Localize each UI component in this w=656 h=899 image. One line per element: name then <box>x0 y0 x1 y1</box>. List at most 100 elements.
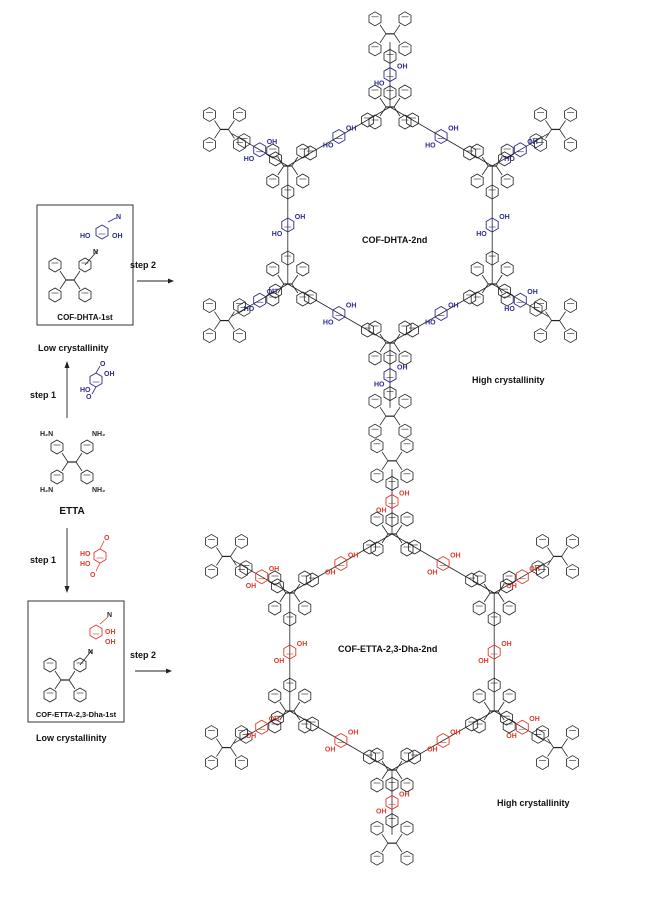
framework-bond <box>389 305 455 344</box>
cof-etta-2nd-framework: OH OH OH OH OH OH OH OH OH OH OH OH OH OH OH OH OH OH OH OH… <box>205 439 578 865</box>
dhta-ho: HO <box>80 387 91 394</box>
linker-oh: OH <box>527 139 538 146</box>
framework-bond <box>515 560 551 582</box>
cof-etta-1st-label: COF-ETTA-2,3-Dha-1st <box>36 710 117 719</box>
linker-oh: OH <box>346 126 357 133</box>
linker-ho: HO <box>374 381 385 388</box>
linker-ho: HO <box>425 320 436 327</box>
step2-bottom-arrow: step 2 <box>130 650 172 674</box>
framework-bond <box>266 153 289 167</box>
etta-nh2-br: NH₂ <box>92 487 105 494</box>
linker-oh: OH <box>399 791 410 798</box>
linker-ho: OH <box>376 508 387 515</box>
framework-bond <box>327 533 393 572</box>
dha-aldehyde-o-bottom: O <box>90 572 96 579</box>
linker-ho: OH <box>376 808 387 815</box>
dhta-oh: OH <box>104 371 115 378</box>
step1-top-label: step 1 <box>30 390 56 400</box>
linker-oh: OH <box>348 730 359 737</box>
framework-bond <box>430 555 495 594</box>
framework-bond <box>513 295 549 317</box>
framework-bond <box>391 732 457 771</box>
linker-ho: OH <box>246 583 257 590</box>
framework-bond <box>491 153 514 167</box>
linker-ho: OH <box>325 570 336 577</box>
linker-oh: OH <box>448 126 459 133</box>
linker-oh: OH <box>501 641 512 648</box>
linker-ho: OH <box>427 570 438 577</box>
linker-ho: HO <box>272 231 283 238</box>
framework-bond <box>268 580 291 594</box>
step1-up-arrow: step 1 O OH HO O <box>30 361 115 418</box>
linker-oh: OH <box>297 641 308 648</box>
linker-ho: OH <box>506 583 517 590</box>
step1-down-arrow: step 1 O HO HO O <box>30 528 110 593</box>
high-crystallinity-top: High crystallinity <box>472 375 545 385</box>
framework-bond <box>231 133 267 155</box>
etta-nh2-tl: H₂N <box>40 431 53 438</box>
cof-dhta-1st-box: N OH HO N COF-DHTA-1st <box>36 204 134 326</box>
framework-bond <box>491 283 514 297</box>
framework-bond <box>513 133 549 155</box>
low-crystallinity-bottom: Low crystallinity <box>36 733 107 743</box>
linker-oh: OH <box>295 214 306 221</box>
framework-bond <box>268 710 291 724</box>
linker-ho: OH <box>506 733 517 740</box>
linker-ho: OH <box>246 733 257 740</box>
linker-ho: OH <box>427 747 438 754</box>
linker-ho: HO <box>374 81 385 88</box>
linker-ho: OH <box>325 747 336 754</box>
framework-bond <box>233 722 269 744</box>
etta-1st-imine-n: N <box>107 612 112 619</box>
linker-oh: OH <box>346 303 357 310</box>
step2-top-arrow: step 2 <box>130 260 174 284</box>
framework-bond <box>287 283 352 322</box>
etta-nh2-bl: H₂N <box>40 487 53 494</box>
linker-ho: OH <box>478 658 489 665</box>
framework-bond <box>428 128 493 167</box>
etta-nh2-tr: NH₂ <box>92 431 105 438</box>
cof-dhta-2nd-label: COF-DHTA-2nd <box>362 235 427 245</box>
linker-oh: OH <box>450 553 461 560</box>
linker-oh: OH <box>269 566 280 573</box>
linker-ho: HO <box>425 143 436 150</box>
framework-bond <box>231 295 267 317</box>
etta-1st-oh-1: OH <box>105 629 116 636</box>
cof-dhta-2nd-framework: OH HO OH HO OH HO OH HO OH HO OH HO OH HO OH HO OH HO OH HO… <box>203 12 576 438</box>
cof-etta-1st-box: N OH OH N COF-ETTA-2,3-Dha-1st <box>27 600 125 723</box>
cof-dhta-1st-label: COF-DHTA-1st <box>57 313 113 322</box>
framework-bond <box>493 710 516 724</box>
step2-bottom-label: step 2 <box>130 650 156 660</box>
linker-ho: HO <box>323 320 334 327</box>
linker-oh: OH <box>397 64 408 71</box>
framework-bond <box>515 722 551 744</box>
linker-oh: OH <box>529 716 540 723</box>
linker-oh: OH <box>397 364 408 371</box>
low-crystallinity-top: Low crystallinity <box>38 343 109 353</box>
step2-top-label: step 2 <box>130 260 156 270</box>
framework-bond <box>266 283 289 297</box>
linker-ho: HO <box>504 306 515 313</box>
linker-oh: OH <box>527 289 538 296</box>
etta-label: ETTA <box>59 506 84 517</box>
etta-1st-n: N <box>88 649 93 656</box>
linker-oh: OH <box>529 566 540 573</box>
linker-ho: OH <box>274 658 285 665</box>
dha-ho-2: HO <box>80 561 91 568</box>
linker-ho: HO <box>244 306 255 313</box>
linker-ho: HO <box>504 156 515 163</box>
linker-ho: HO <box>323 143 334 150</box>
etta-1st-oh-2: OH <box>105 639 116 646</box>
linker-oh: OH <box>399 491 410 498</box>
high-crystallinity-bottom: High crystallinity <box>497 798 570 808</box>
framework-bond <box>289 710 354 749</box>
cof-etta-2nd-label: COF-ETTA-2,3-Dha-2nd <box>338 644 437 654</box>
linker-ho: HO <box>476 231 487 238</box>
linker-oh: OH <box>499 214 510 221</box>
dhta-1st-oh: OH <box>112 233 123 240</box>
dhta-aldehyde-o-bottom: O <box>86 394 92 401</box>
linker-oh: OH <box>448 303 459 310</box>
dhta-1st-n: N <box>93 249 98 256</box>
dha-aldehyde-o-top: O <box>104 535 110 542</box>
